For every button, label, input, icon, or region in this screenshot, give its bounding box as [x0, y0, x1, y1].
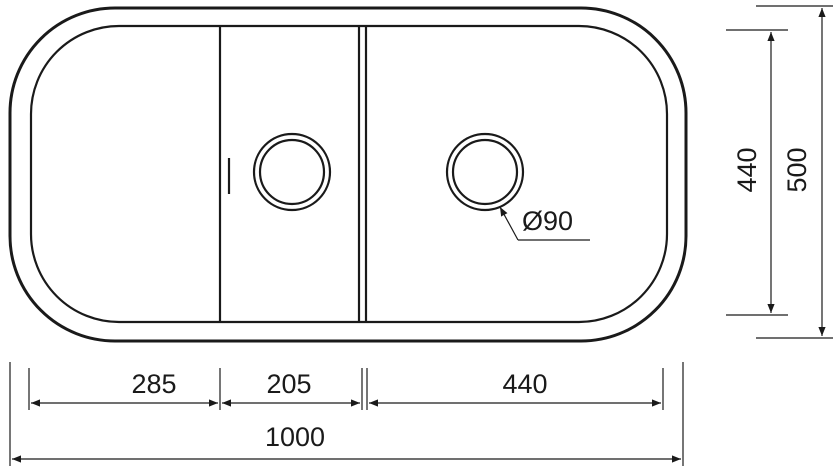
- sink-outer-rim: [8, 6, 688, 343]
- inner-height-label: 440: [732, 147, 762, 192]
- vertical-dimensions: 440 500: [726, 5, 833, 339]
- left-bowl-width-label: 285: [131, 369, 176, 399]
- overall-height-label: 500: [782, 147, 812, 192]
- sink-body: [8, 6, 688, 343]
- middle-section-width-label: 205: [266, 369, 311, 399]
- sink-inner-edge: [29, 24, 669, 324]
- horizontal-dimensions: 285 205 440 1000: [9, 362, 684, 466]
- drain-right: [445, 132, 525, 212]
- drain-diameter-label: Ø90: [522, 206, 573, 236]
- drain-diameter-callout: Ø90: [499, 206, 590, 241]
- right-bowl-width-label: 440: [502, 369, 547, 399]
- drain-middle: [252, 132, 332, 212]
- overall-width-label: 1000: [265, 422, 325, 452]
